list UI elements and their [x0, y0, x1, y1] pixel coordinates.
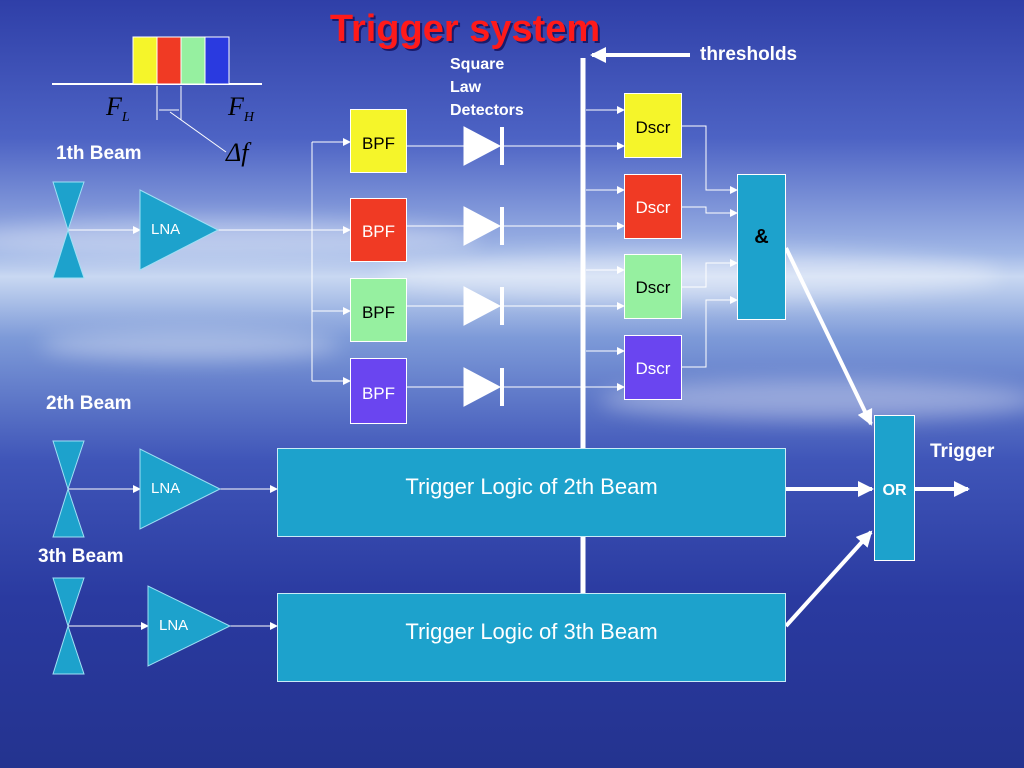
wire — [682, 206, 738, 217]
dscr-label: Dscr — [635, 198, 671, 217]
bpf-label: BPF — [361, 384, 396, 403]
and-label: & — [754, 226, 769, 248]
fh-label: FH — [228, 92, 255, 126]
bpf-label: BPF — [361, 303, 396, 322]
lna-amplifier — [139, 448, 222, 530]
bpf-box-red: BPF — [350, 198, 407, 262]
delta-f-label: Δf — [226, 138, 249, 167]
spectrum-band-blue — [204, 36, 230, 85]
thresholds-label: thresholds — [700, 44, 798, 65]
logic3-to-or-arrow — [784, 530, 873, 628]
label-line: Law — [450, 79, 482, 96]
bpf-label: BPF — [361, 222, 396, 241]
diode-icon — [463, 206, 502, 246]
trigger-label: Trigger — [930, 441, 995, 462]
dscr-label: Dscr — [635, 359, 671, 378]
dscr-box-yellow: Dscr — [624, 93, 682, 158]
spectrum-diagram — [52, 36, 262, 153]
lna-label: LNA — [151, 221, 181, 238]
lna-amplifier — [139, 189, 220, 271]
cloud — [380, 250, 1000, 300]
diode-icon — [463, 286, 502, 326]
cloud — [40, 330, 340, 360]
lna-label: LNA — [159, 617, 189, 634]
dscr-box-red: Dscr — [624, 174, 682, 239]
wire — [682, 259, 738, 288]
antenna-icon — [52, 487, 85, 538]
and-to-or-arrow — [784, 247, 873, 426]
trigger-logic-beam2: Trigger Logic of 2th Beam — [277, 448, 786, 537]
dscr-box-purple: Dscr — [624, 335, 682, 400]
bpf-box-yellow: BPF — [350, 109, 407, 173]
diode-detectors — [463, 126, 504, 407]
lna-amplifier — [147, 585, 232, 667]
diode-icon — [463, 126, 502, 166]
or-label: OR — [882, 482, 907, 499]
antenna-icon — [52, 624, 85, 675]
beam2-label: 2th Beam — [46, 393, 132, 414]
wire — [682, 296, 738, 368]
spectrum-band-green — [180, 36, 206, 85]
square-law-detectors-label: Square Law Detectors — [450, 53, 524, 122]
label-line: Detectors — [450, 102, 524, 119]
diode-icon — [463, 367, 502, 407]
bpf-label: BPF — [361, 134, 396, 153]
label-line: Square — [450, 56, 505, 73]
beam1-label: 1th Beam — [56, 143, 142, 164]
trigger-logic-beam3-label: Trigger Logic of 3th Beam — [405, 619, 658, 644]
spectrum-band-red — [156, 36, 182, 85]
lna-label: LNA — [151, 480, 181, 497]
dscr-label: Dscr — [635, 278, 671, 297]
trigger-logic-beam3: Trigger Logic of 3th Beam — [277, 593, 786, 682]
antenna-icon — [52, 181, 85, 232]
bpf-box-purple: BPF — [350, 358, 407, 424]
antenna-icon — [52, 577, 85, 628]
wire — [682, 125, 738, 194]
and-gate: & — [737, 174, 786, 320]
slide-title: Trigger system — [329, 8, 601, 50]
trigger-logic-beam2-label: Trigger Logic of 2th Beam — [405, 474, 658, 499]
bpf-box-green: BPF — [350, 278, 407, 342]
fl-label: FL — [106, 92, 130, 126]
bandwidth-leader — [169, 111, 227, 153]
spectrum-band-yellow — [132, 36, 158, 85]
or-gate: OR — [874, 415, 915, 561]
antenna-icon — [52, 440, 85, 491]
dscr-box-green: Dscr — [624, 254, 682, 319]
dscr-label: Dscr — [635, 118, 671, 137]
antenna-icon — [52, 228, 85, 279]
beam3-label: 3th Beam — [38, 546, 124, 567]
